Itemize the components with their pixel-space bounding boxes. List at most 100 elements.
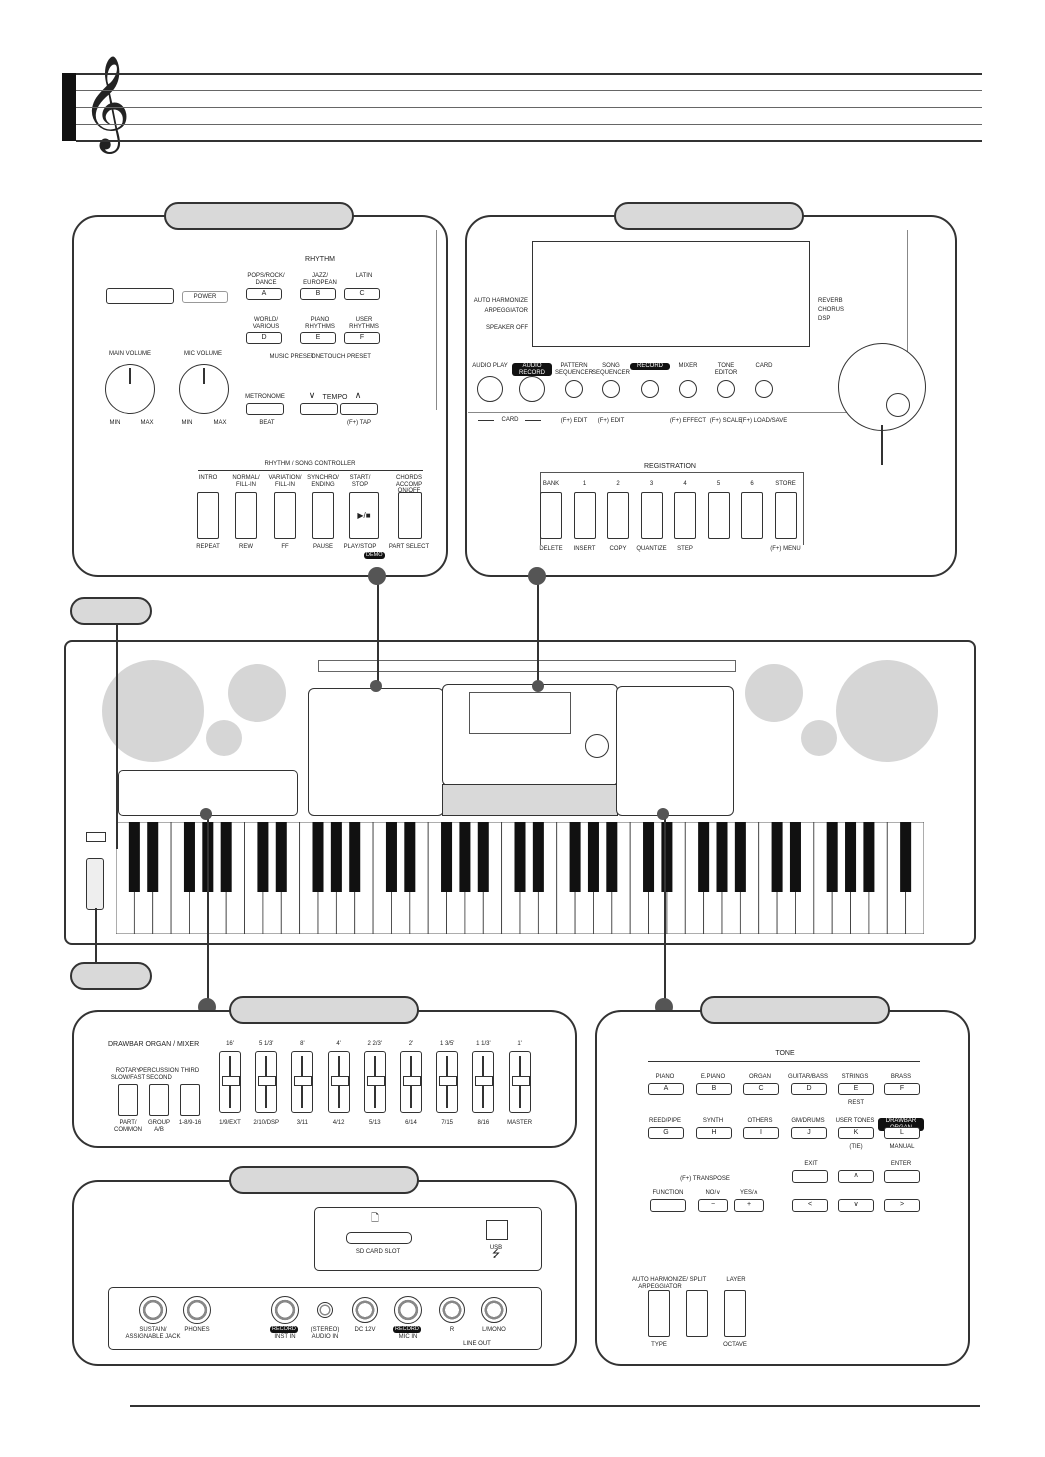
rhythm-button[interactable]: E xyxy=(300,332,336,344)
sd-card-slot[interactable] xyxy=(346,1232,412,1244)
display-round-button[interactable] xyxy=(565,380,583,398)
tone-button[interactable]: D xyxy=(791,1083,827,1095)
left-button[interactable]: < xyxy=(792,1199,828,1212)
tone-bottom-button[interactable] xyxy=(724,1290,746,1337)
display-round-button[interactable] xyxy=(717,380,735,398)
controller-button[interactable] xyxy=(235,492,257,539)
tone-button[interactable]: G xyxy=(648,1127,684,1139)
drawbar-slider[interactable] xyxy=(363,1051,386,1113)
tone-button[interactable]: F xyxy=(884,1083,920,1095)
drawbar-slider[interactable] xyxy=(400,1051,422,1113)
jack[interactable] xyxy=(183,1296,211,1324)
jack-label: PHONES xyxy=(184,1327,210,1333)
tone-button[interactable]: E xyxy=(838,1083,874,1095)
rhythm-button-label: WORLD/ VARIOUS xyxy=(252,317,280,330)
jack[interactable] xyxy=(271,1296,299,1324)
down-button[interactable]: ∨ xyxy=(838,1199,874,1212)
jack[interactable] xyxy=(352,1297,378,1323)
rhythm-button[interactable]: D xyxy=(246,332,282,344)
enter-button[interactable] xyxy=(884,1170,920,1183)
drawbar-slider[interactable] xyxy=(255,1051,278,1113)
tone-button[interactable]: B xyxy=(696,1083,732,1095)
power-button[interactable] xyxy=(106,288,174,304)
rhythm-button[interactable]: F xyxy=(344,332,380,344)
tone-button[interactable]: L xyxy=(884,1127,920,1139)
registration-button[interactable] xyxy=(640,492,663,539)
jack[interactable] xyxy=(439,1297,465,1323)
drawbar-channel-label: 7/15 xyxy=(441,1120,454,1126)
controller-button[interactable] xyxy=(398,492,422,539)
rhythm-button[interactable]: A xyxy=(246,288,282,300)
tempo-up-button[interactable] xyxy=(340,403,378,415)
jack-plate xyxy=(108,1287,542,1350)
controller-button[interactable] xyxy=(312,492,334,539)
drawbar-slider[interactable] xyxy=(219,1051,241,1113)
main-volume-knob[interactable] xyxy=(105,364,155,414)
mini-registration-panel xyxy=(442,784,618,816)
display-round-button[interactable] xyxy=(679,380,697,398)
tone-sub-label: MANUAL xyxy=(889,1144,915,1150)
controller-button[interactable]: ▶/■ xyxy=(349,492,379,539)
sd-slot-label: SD CARD SLOT xyxy=(355,1249,401,1255)
tone-button[interactable]: I xyxy=(743,1127,779,1139)
drawbar-slider[interactable] xyxy=(436,1051,459,1113)
registration-button[interactable] xyxy=(774,492,797,539)
tone-button[interactable]: A xyxy=(648,1083,684,1095)
tone-bottom-button[interactable] xyxy=(686,1290,708,1337)
tone-category-label: GM/DRUMS xyxy=(791,1118,825,1124)
registration-button[interactable] xyxy=(607,492,629,539)
drawbar-slider[interactable] xyxy=(327,1051,350,1113)
jack[interactable] xyxy=(317,1302,333,1318)
tone-button[interactable]: C xyxy=(743,1083,779,1095)
display-round-button[interactable] xyxy=(477,376,503,402)
tone-bottom-button-bottom-label: OCTAVE xyxy=(723,1342,747,1348)
jack[interactable] xyxy=(481,1297,507,1323)
display-round-button[interactable] xyxy=(519,376,545,402)
display-round-button[interactable] xyxy=(755,380,773,398)
display-round-button[interactable] xyxy=(602,380,620,398)
metronome-button[interactable] xyxy=(246,403,284,415)
jack[interactable] xyxy=(139,1296,167,1324)
back-panel xyxy=(72,1180,577,1366)
jack-label: (STEREO) AUDIO IN xyxy=(310,1327,340,1340)
controller-button-top-label: SYNCHRO/ ENDING xyxy=(307,475,339,488)
black-key xyxy=(514,822,526,892)
controller-button[interactable] xyxy=(274,492,296,539)
yes-button[interactable]: + xyxy=(734,1199,764,1212)
registration-button[interactable] xyxy=(741,492,763,539)
right-button[interactable]: > xyxy=(884,1199,920,1212)
drawbar-slider[interactable] xyxy=(472,1051,495,1113)
rhythm-button[interactable]: C xyxy=(344,288,380,300)
display-button-label: CARD xyxy=(755,363,773,369)
rhythm-button[interactable]: B xyxy=(300,288,336,300)
registration-button[interactable] xyxy=(707,492,730,539)
display-round-button[interactable] xyxy=(641,380,659,398)
up-button[interactable]: ∧ xyxy=(838,1170,874,1183)
no-button[interactable]: − xyxy=(698,1199,728,1212)
black-key xyxy=(661,822,673,892)
lcd-right-label: CHORUS xyxy=(818,307,845,313)
tempo-down-button[interactable] xyxy=(300,403,338,415)
exit-button[interactable] xyxy=(792,1170,828,1183)
tone-button[interactable]: H xyxy=(696,1127,732,1139)
drawbar-function-button[interactable] xyxy=(180,1084,200,1116)
drawbar-function-button[interactable] xyxy=(149,1084,169,1116)
drawbar-slider[interactable] xyxy=(291,1051,314,1113)
registration-button[interactable] xyxy=(540,492,562,539)
tone-button[interactable]: J xyxy=(791,1127,827,1139)
tone-bottom-button-top-label: AUTO HARMONIZE/ ARPEGGIATOR xyxy=(632,1277,688,1290)
dial[interactable] xyxy=(838,343,926,431)
tone-bottom-button[interactable] xyxy=(648,1290,670,1337)
registration-button[interactable] xyxy=(674,492,696,539)
registration-button[interactable] xyxy=(573,492,596,539)
usb-port[interactable] xyxy=(486,1220,508,1240)
drawbar-function-button[interactable] xyxy=(118,1084,138,1116)
jack[interactable] xyxy=(394,1296,422,1324)
function-button[interactable] xyxy=(650,1199,686,1212)
display-button-sub-label: (F+) SCALE xyxy=(709,418,743,424)
drawbar-channel-label: 6/14 xyxy=(405,1120,417,1126)
controller-button[interactable] xyxy=(197,492,219,539)
drawbar-slider[interactable] xyxy=(508,1051,531,1113)
black-key xyxy=(845,822,857,892)
tone-button[interactable]: K xyxy=(838,1127,874,1139)
